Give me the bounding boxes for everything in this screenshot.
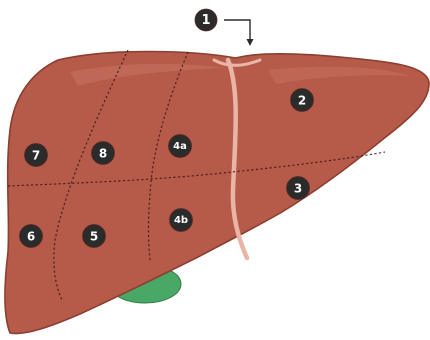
svg-text:5: 5	[90, 230, 98, 244]
svg-text:7: 7	[32, 149, 40, 163]
svg-text:2: 2	[298, 94, 306, 108]
segment-badge-4a: 4a	[169, 135, 192, 158]
segment-badge-4b: 4b	[170, 209, 193, 232]
callout-1: 1	[195, 9, 217, 31]
segment-badge-2: 2	[291, 89, 314, 112]
svg-text:4a: 4a	[173, 141, 187, 152]
svg-text:3: 3	[294, 182, 302, 196]
svg-text:8: 8	[99, 147, 107, 161]
segment-badge-5: 5	[83, 225, 106, 248]
bent-arrow-down-icon	[224, 20, 250, 41]
segment-badge-6: 6	[20, 225, 43, 248]
liver-body	[5, 52, 429, 334]
arrow-head	[247, 39, 254, 46]
svg-text:6: 6	[27, 230, 35, 244]
svg-text:4b: 4b	[174, 215, 188, 226]
segment-badge-8: 8	[92, 142, 115, 165]
segment-badge-7: 7	[25, 144, 48, 167]
callout-number: 1	[201, 13, 210, 28]
segment-badge-3: 3	[287, 177, 310, 200]
